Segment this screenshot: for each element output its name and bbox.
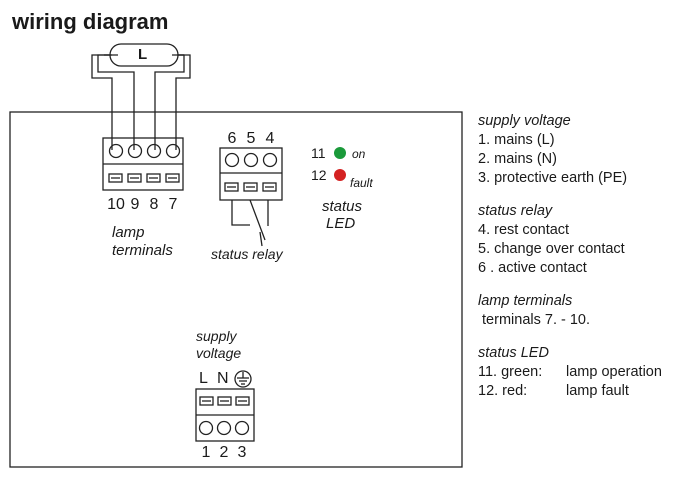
terminal-number: 10 <box>107 196 125 213</box>
terminal-number: 4 <box>265 130 275 147</box>
supply-symbol-n: N <box>217 370 229 387</box>
diagram-title: wiring diagram <box>12 9 169 34</box>
status-led-label-line1: status <box>322 198 363 215</box>
legend-status-relay: status relay 4. rest contact 5. change o… <box>478 202 696 278</box>
terminal-number: 2 <box>219 444 229 461</box>
legend-item: 5. change over contact <box>478 241 625 257</box>
legend-heading: status relay <box>478 203 553 219</box>
led-on-number: 11 <box>311 145 326 161</box>
lamp-terminals-label-line1: lamp <box>112 224 145 241</box>
legend-lamp-terminals: lamp terminals terminals 7. - 10. <box>478 292 696 330</box>
legend-heading: supply voltage <box>478 113 571 129</box>
lamp-wire-8 <box>154 54 185 150</box>
terminal-number: 7 <box>168 196 178 213</box>
terminal-number: 6 <box>227 130 237 147</box>
legend-heading: lamp terminals <box>478 293 573 309</box>
legend-item: 6 . active contact <box>478 260 587 276</box>
housing-box <box>9 111 463 468</box>
legend-item: 3. protective earth (PE) <box>478 170 628 186</box>
legend-item: 2. mains (N) <box>478 151 557 167</box>
terminal-number: 1 <box>201 444 211 461</box>
legend-item: 4. rest contact <box>478 222 570 238</box>
legend-value: lamp operation <box>566 364 662 380</box>
relay-terminal-block <box>219 147 283 201</box>
legend-supply-voltage: supply voltage 1. mains (L) 2. mains (N)… <box>478 112 696 188</box>
lamp-wire-9 <box>97 54 135 150</box>
legend-item: 1. mains (L) <box>478 132 555 148</box>
lamp-wire-7 <box>175 54 191 150</box>
status-relay-label: status relay <box>211 246 283 262</box>
relay-rest-contact <box>231 200 250 226</box>
legend: supply voltage 1. mains (L) 2. mains (N)… <box>478 112 696 415</box>
led-fault-number: 12 <box>311 167 327 183</box>
led-fault-text: fault <box>350 176 373 190</box>
lamp-wire-10 <box>91 54 113 150</box>
terminal-number: 9 <box>130 196 140 213</box>
terminal-number: 8 <box>149 196 159 213</box>
relay-switch <box>249 199 266 241</box>
lamp-label: L <box>138 46 148 63</box>
led-fault-icon <box>334 169 346 181</box>
supply-label-line1: supply <box>196 328 237 344</box>
legend-key: 12. red: <box>478 383 528 399</box>
legend-heading: status LED <box>478 345 549 361</box>
terminal-number: 5 <box>246 130 256 147</box>
legend-value: lamp fault <box>566 383 629 399</box>
supply-symbol-l: L <box>199 370 208 387</box>
legend-status-led: status LED 11. green: lamp operation 12. … <box>478 344 696 401</box>
status-led-label-line2: LED <box>326 215 356 232</box>
legend-key: 11. green: <box>478 364 543 380</box>
terminal-number: 3 <box>237 444 247 461</box>
supply-label-line2: voltage <box>196 345 242 361</box>
legend-item: terminals 7. - 10. <box>478 312 591 328</box>
lamp-terminals-label-line2: terminals <box>112 242 173 259</box>
led-on-icon <box>334 147 346 159</box>
led-on-text: on <box>352 147 366 161</box>
legend-item: 11. green: lamp operation <box>478 363 696 382</box>
legend-item: 12. red: lamp fault <box>478 382 696 401</box>
earth-ground-icon <box>234 370 252 388</box>
